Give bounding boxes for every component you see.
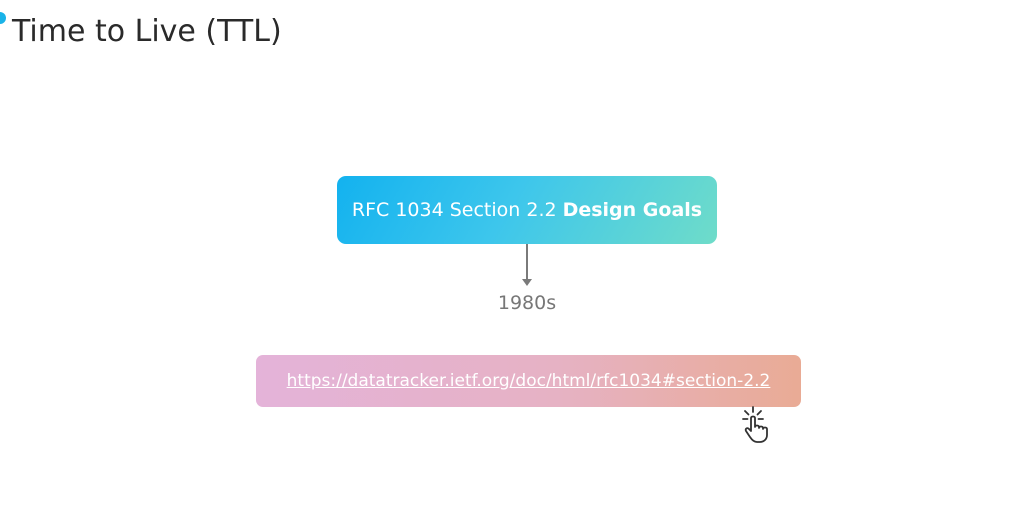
reference-link[interactable]: https://datatracker.ietf.org/doc/html/rf… bbox=[286, 371, 771, 391]
rfc-section-label: RFC 1034 Section 2.2 bbox=[351, 199, 557, 221]
page-title: Time to Live (TTL) bbox=[12, 14, 282, 49]
timeline-connector bbox=[526, 244, 528, 280]
hand-pointer-click-icon bbox=[742, 406, 768, 443]
rfc-section-emphasis: Design Goals bbox=[562, 199, 703, 221]
era-label: 1980s bbox=[497, 292, 557, 314]
reference-link-card[interactable]: https://datatracker.ietf.org/doc/html/rf… bbox=[256, 355, 801, 407]
title-bullet-icon bbox=[0, 12, 6, 24]
rfc-section-card: RFC 1034 Section 2.2 Design Goals bbox=[337, 176, 717, 244]
arrow-down-icon bbox=[522, 279, 532, 286]
